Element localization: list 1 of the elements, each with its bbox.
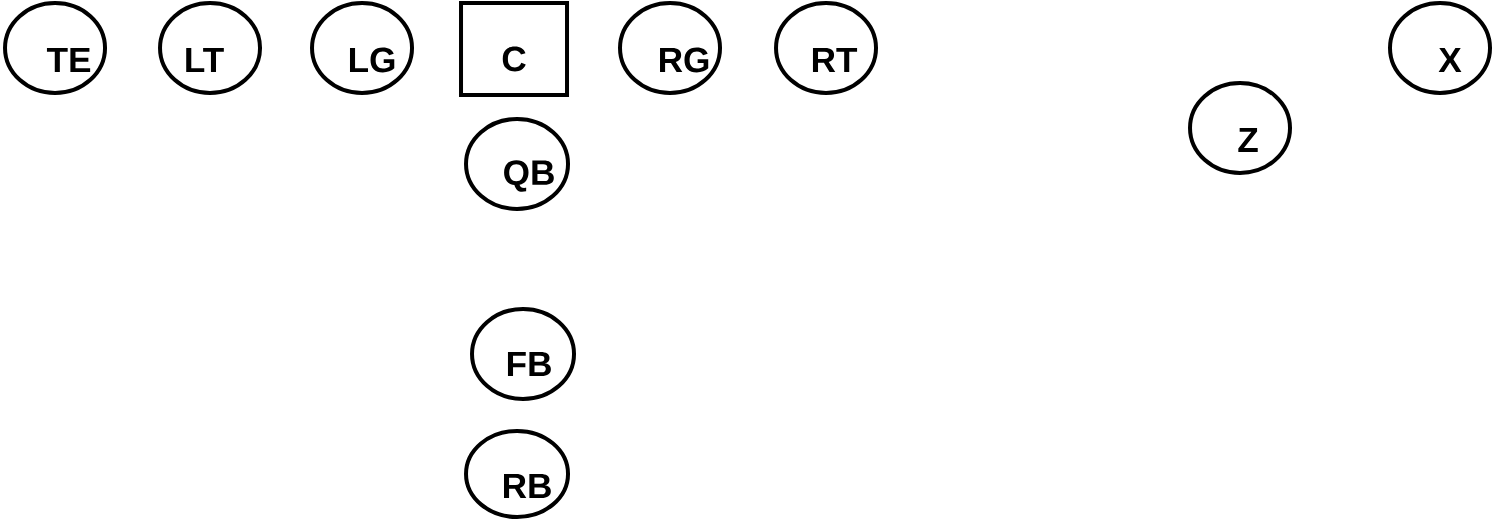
player-box: C <box>459 1 569 97</box>
